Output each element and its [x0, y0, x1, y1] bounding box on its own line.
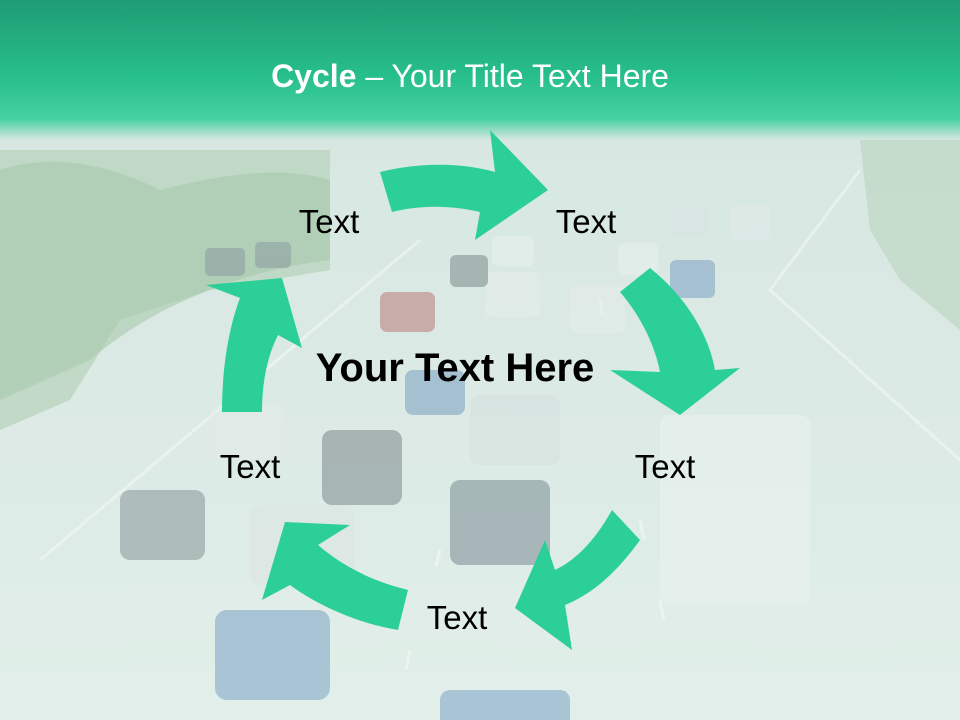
cycle-center-text: Your Text Here [315, 346, 595, 390]
cycle-label-top-right: Text [555, 203, 617, 240]
slide-title-rest: – Your Title Text Here [356, 58, 669, 94]
cycle-label-top-left: Text [298, 203, 360, 240]
cycle-arrow-3 [515, 510, 640, 650]
cycle-label-bottom: Text [426, 599, 488, 636]
slide-title: Cycle – Your Title Text Here [0, 56, 940, 96]
cycle-arrow-2 [610, 268, 740, 415]
header-band [0, 0, 960, 140]
cycle-label-right: Text [634, 448, 696, 485]
slide-title-bold: Cycle [271, 58, 357, 94]
cycle-label-left: Text [219, 448, 281, 485]
cycle-arrow-4 [262, 522, 408, 630]
cycle-arrow-1 [380, 130, 548, 240]
cycle-arrow-5 [206, 278, 302, 412]
